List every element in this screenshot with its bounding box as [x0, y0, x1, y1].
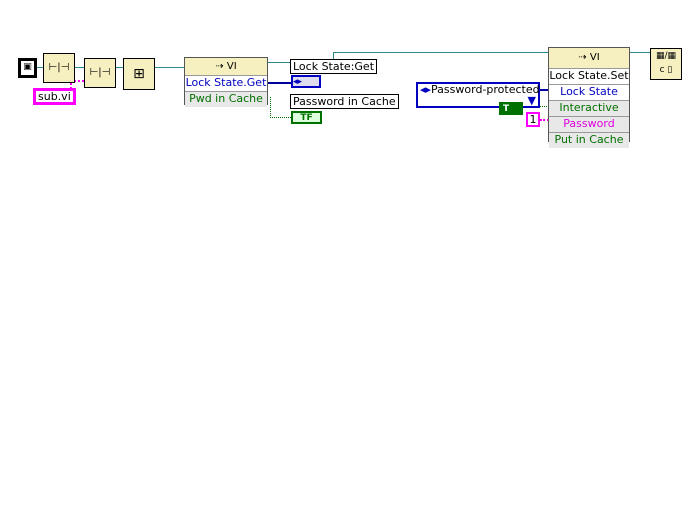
- reference-wire: [333, 52, 549, 53]
- pwd-cache-indicator-label: Password in Cache: [290, 94, 399, 109]
- property-pwd-in-cache[interactable]: Pwd in Cache: [185, 91, 267, 107]
- string-wire: [540, 119, 549, 121]
- class-label: VI: [589, 52, 600, 63]
- reference-wire: [630, 52, 650, 53]
- bool-wire: [270, 117, 291, 118]
- arrow-icon: ⇢: [578, 52, 590, 63]
- class-label: VI: [226, 61, 237, 72]
- bool-wire: [270, 97, 271, 118]
- enum-wire: [267, 82, 291, 84]
- dropdown-arrow-icon[interactable]: ▼: [527, 94, 536, 107]
- property-title: Lock State.Set: [549, 68, 629, 84]
- enum-wire: [540, 89, 549, 91]
- this-vi-icon[interactable]: ▣: [18, 58, 37, 78]
- reference-wire: [333, 52, 334, 62]
- property-lock-state[interactable]: Lock State: [549, 84, 629, 100]
- build-path-node[interactable]: ⊢|⊣: [43, 53, 75, 83]
- property-interactive[interactable]: Interactive: [549, 100, 629, 116]
- property-node-set[interactable]: ⇢ VI Lock State.Set Lock State Interacti…: [548, 47, 630, 148]
- interactive-bool-constant[interactable]: T: [499, 102, 523, 115]
- open-vi-reference-node[interactable]: ⊞: [123, 58, 155, 90]
- pwd-cache-indicator[interactable]: TF: [291, 111, 322, 124]
- vi-path-constant[interactable]: sub.vi: [33, 88, 76, 105]
- property-password[interactable]: Password: [549, 116, 629, 132]
- property-lock-state-get[interactable]: Lock State.Get: [185, 75, 267, 91]
- reference-wire: [267, 62, 291, 63]
- password-string-constant[interactable]: 1: [526, 112, 540, 127]
- arrow-icon: ⇢: [215, 61, 227, 72]
- lock-state-indicator[interactable]: ◂▸: [291, 75, 321, 88]
- property-node-get[interactable]: ⇢ VI Lock State.Get Pwd in Cache: [184, 57, 268, 107]
- strip-path-node[interactable]: ⊢|⊣: [84, 58, 116, 88]
- enum-value: Password-protected: [431, 83, 540, 96]
- property-put-in-cache[interactable]: Put in Cache: [549, 132, 629, 148]
- lock-state-indicator-label: Lock State:Get: [290, 59, 378, 74]
- close-reference-node[interactable]: ▦/▦c ▯: [650, 48, 682, 80]
